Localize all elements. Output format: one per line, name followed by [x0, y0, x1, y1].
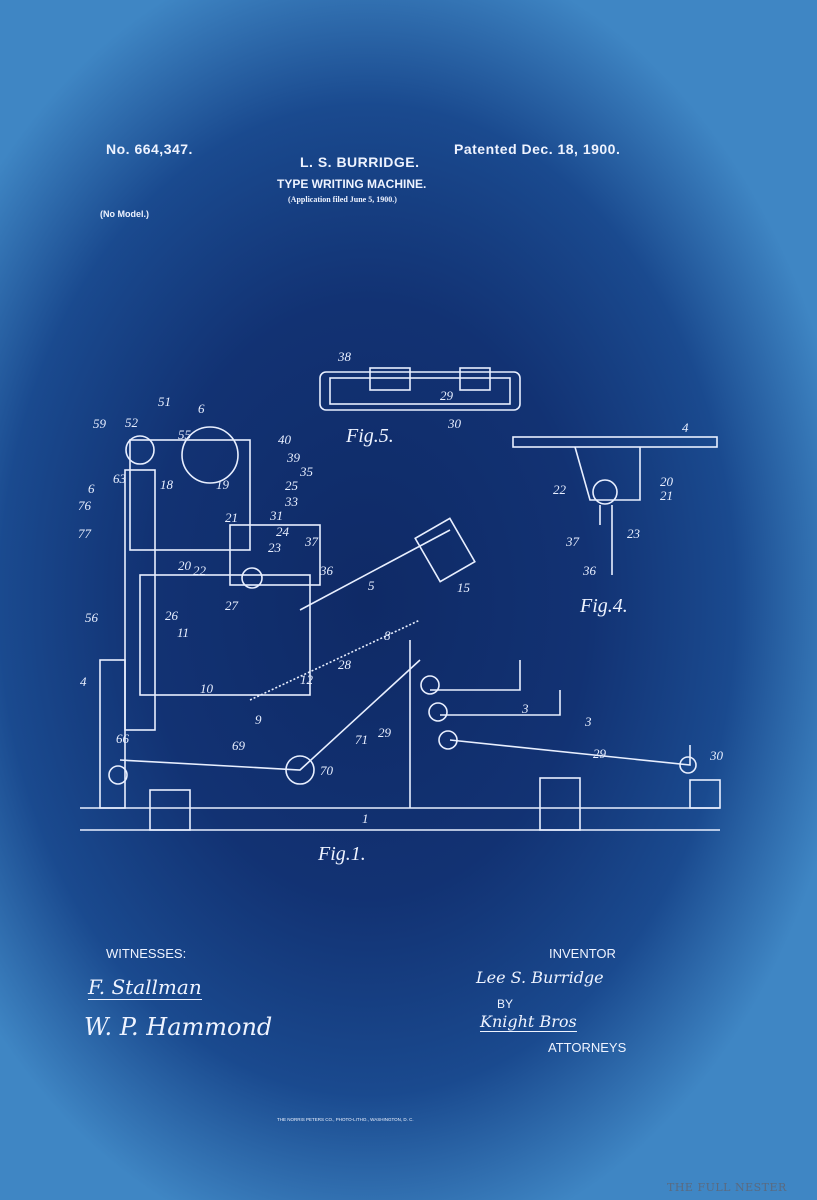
part-labels: 5165952554039356318192533316767721242337…: [78, 349, 724, 826]
part-label: 70: [320, 763, 334, 778]
part-label: 29: [593, 746, 607, 761]
fig1-drawing: [80, 427, 720, 830]
part-label: 18: [160, 477, 174, 492]
inventor-signature: Lee S. Burridge: [476, 968, 604, 987]
part-label: 24: [276, 524, 290, 539]
part-label: 38: [337, 349, 352, 364]
part-label: 30: [709, 748, 724, 763]
part-label: 52: [125, 415, 139, 430]
by-label: BY: [497, 997, 513, 1011]
fig4-drawing: [513, 437, 717, 575]
fig1-label: Fig.1.: [318, 843, 366, 866]
part-label: 9: [255, 712, 262, 727]
part-label: 20: [178, 558, 192, 573]
part-label: 51: [158, 394, 171, 409]
part-label: 6: [198, 401, 205, 416]
part-label: 15: [457, 580, 471, 595]
part-label: 6: [88, 481, 95, 496]
part-label: 5: [368, 578, 375, 593]
fig4-label: Fig.4.: [580, 595, 628, 618]
part-label: 4: [682, 420, 689, 435]
part-label: 40: [278, 432, 292, 447]
part-label: 37: [565, 534, 580, 549]
part-label: 29: [378, 725, 392, 740]
part-label: 1: [362, 811, 369, 826]
inventor-label: INVENTOR: [549, 946, 616, 961]
part-label: 66: [116, 731, 130, 746]
part-label: 69: [232, 738, 246, 753]
part-label: 23: [268, 540, 282, 555]
attorney-signature: Knight Bros: [480, 1012, 577, 1032]
part-label: 31: [269, 508, 283, 523]
part-label: 27: [225, 598, 239, 613]
part-label: 56: [85, 610, 99, 625]
part-label: 39: [286, 450, 301, 465]
part-label: 63: [113, 471, 127, 486]
part-label: 30: [447, 416, 462, 431]
witness-2-signature: W. P. Hammond: [84, 1013, 272, 1041]
part-label: 19: [216, 477, 230, 492]
part-label: 3: [521, 701, 529, 716]
part-label: 37: [304, 534, 319, 549]
part-label: 21: [225, 510, 238, 525]
part-label: 22: [553, 482, 567, 497]
part-label: 35: [299, 464, 314, 479]
part-label: 23: [627, 526, 641, 541]
fig5-label: Fig.5.: [346, 425, 394, 448]
part-label: 36: [582, 563, 597, 578]
part-label: 76: [78, 498, 92, 513]
part-label: 55: [178, 427, 192, 442]
attorneys-label: ATTORNEYS: [548, 1040, 626, 1055]
watermark: THE FULL NESTER: [667, 1181, 787, 1194]
part-label: 71: [355, 732, 368, 747]
fig5-drawing: [320, 368, 520, 410]
part-label: 77: [78, 526, 92, 541]
part-label: 28: [338, 657, 352, 672]
part-label: 33: [284, 494, 299, 509]
part-label: 3: [584, 714, 592, 729]
part-label: 11: [177, 625, 189, 640]
printer-credit: THE NORRIS PETERS CO., PHOTO-LITHO., WAS…: [277, 1117, 414, 1122]
part-label: 36: [319, 563, 334, 578]
part-label: 12: [300, 672, 314, 687]
part-label: 4: [80, 674, 87, 689]
part-label: 10: [200, 681, 214, 696]
part-label: 22: [193, 563, 207, 578]
witness-1-signature: F. Stallman: [88, 975, 202, 1000]
part-label: 8: [384, 628, 391, 643]
witnesses-label: WITNESSES:: [106, 946, 186, 961]
part-label: 25: [285, 478, 299, 493]
part-label: 26: [165, 608, 179, 623]
part-label: 29: [440, 388, 454, 403]
part-label: 59: [93, 416, 107, 431]
part-label: 21: [660, 488, 673, 503]
part-label: 20: [660, 474, 674, 489]
